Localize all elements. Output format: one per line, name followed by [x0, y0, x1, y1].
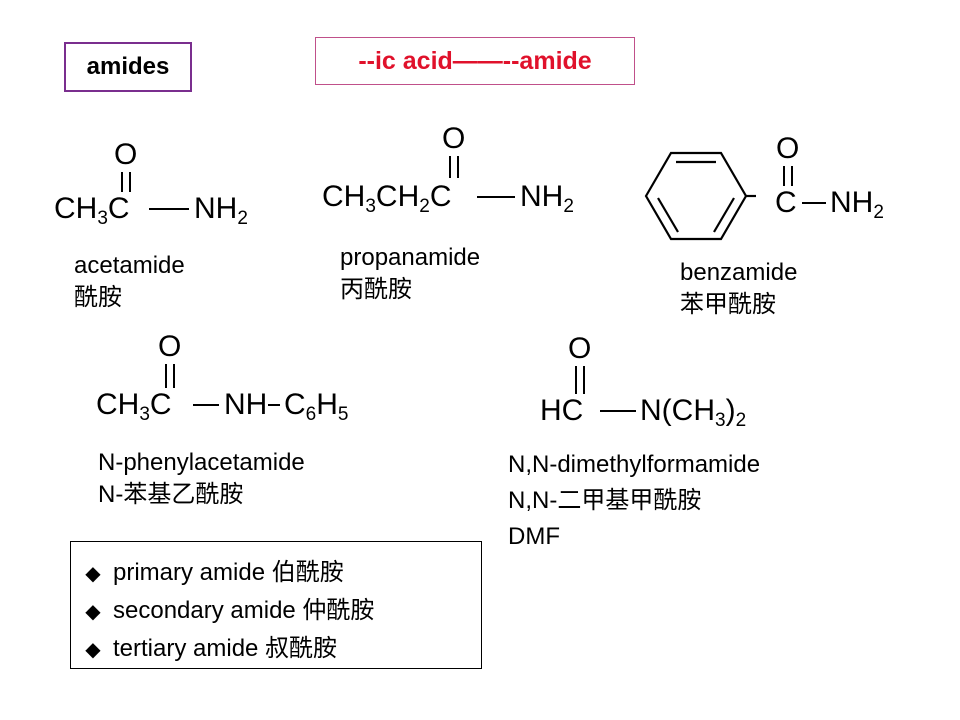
formula-part: NH	[194, 192, 238, 225]
amide-classification-box: ◆primary amide 伯酰胺 ◆secondary amide 仲酰胺 …	[70, 541, 482, 669]
name-n-phenylacetamide: N-phenylacetamide N-苯基乙酰胺	[98, 447, 305, 511]
list-item-text: primary amide 伯酰胺	[113, 559, 344, 586]
english-name: N,N-dimethylformamide	[508, 451, 761, 478]
formula-part: CH	[322, 180, 366, 213]
name-propanamide: propanamide 丙酰胺	[340, 242, 480, 306]
formula-part: CH	[54, 192, 98, 225]
double-bond	[791, 166, 793, 186]
formula-part: N(CH	[640, 394, 715, 427]
formula-subscript: 2	[237, 208, 248, 229]
formula-acetamide-amine: NH2	[194, 192, 248, 229]
double-bond	[129, 172, 131, 192]
english-name: N-phenylacetamide	[98, 449, 305, 476]
formula-propanamide-amine: NH2	[520, 180, 574, 217]
single-bond	[477, 196, 515, 198]
carbonyl-oxygen: O	[568, 332, 592, 365]
chinese-name: 酰胺	[74, 284, 122, 311]
single-bond	[600, 410, 636, 412]
formula-subscript: 3	[97, 208, 108, 229]
page-title: amides	[86, 53, 170, 80]
list-item-text: secondary amide 仲酰胺	[113, 597, 375, 624]
structure-n-phenylacetamide: O CH3C NH C6H5	[96, 330, 386, 425]
single-bond	[149, 208, 189, 210]
formula-part: CH	[375, 180, 420, 213]
carbonyl-oxygen: O	[158, 330, 182, 363]
benzene-ring-icon	[644, 151, 756, 241]
formula-part: C	[149, 388, 172, 421]
formula-subscript: 2	[873, 202, 884, 223]
diamond-bullet-icon: ◆	[85, 563, 101, 585]
english-name: acetamide	[74, 252, 185, 279]
double-bond	[583, 366, 585, 394]
formula-part: NH	[520, 180, 564, 213]
structure-dmf: O HC N(CH3)2	[540, 334, 800, 434]
single-bond	[268, 404, 280, 406]
diamond-bullet-icon: ◆	[85, 639, 101, 661]
double-bond	[457, 156, 459, 178]
structure-propanamide: O CH3CH2C NH2	[322, 122, 582, 217]
formula-benzamide: C	[775, 188, 797, 218]
formula-phenyl-group: C6H5	[284, 388, 349, 425]
structure-acetamide: O CH3C NH2	[54, 140, 254, 230]
carbonyl-oxygen: O	[776, 132, 800, 165]
formula-subscript: 3	[365, 196, 376, 217]
name-acetamide: acetamide 酰胺	[74, 250, 185, 314]
english-name: benzamide	[680, 259, 798, 286]
formula-part: C	[284, 388, 306, 421]
formula-part: )	[725, 394, 736, 427]
formula-subscript: 5	[337, 404, 349, 425]
formula-dmf: HC	[540, 396, 583, 426]
english-name: propanamide	[340, 244, 481, 271]
carbonyl-oxygen: O	[442, 122, 466, 155]
formula-n-phenylacetamide-amine: NH	[224, 390, 267, 420]
chinese-name: N-苯基乙酰胺	[98, 481, 244, 508]
list-item-text: tertiary amide 叔酰胺	[113, 635, 338, 662]
list-item: ◆ primary amide 伯酰胺	[85, 552, 344, 587]
formula-part: C	[429, 180, 452, 213]
single-bond	[193, 404, 219, 406]
formula-part: NH	[224, 388, 268, 421]
formula-subscript: 2	[563, 196, 574, 217]
double-bond	[121, 172, 123, 192]
formula-subscript: 3	[139, 404, 150, 425]
double-bond	[575, 366, 577, 394]
name-dmf: N,N-dimethylformamide N,N-二甲基甲酰胺 DMF	[508, 447, 760, 555]
chinese-name: 苯甲酰胺	[680, 291, 776, 318]
formula-part: H	[316, 388, 338, 421]
title-box: amides	[64, 42, 192, 92]
naming-rule: --ic acid——--amide	[358, 47, 592, 75]
formula-part: C	[775, 186, 797, 219]
formula-acetamide: CH3C	[54, 192, 130, 229]
formula-subscript: 3	[715, 410, 726, 431]
chinese-name: N,N-二甲基甲酰胺	[508, 487, 702, 514]
formula-subscript: 2	[735, 410, 747, 431]
formula-subscript: 2	[419, 196, 430, 217]
double-bond	[783, 166, 785, 186]
chinese-name: 丙酰胺	[340, 276, 412, 303]
abbreviation: DMF	[508, 523, 560, 550]
carbonyl-oxygen: O	[114, 138, 138, 171]
name-benzamide: benzamide 苯甲酰胺	[680, 257, 797, 321]
single-bond	[802, 202, 826, 204]
formula-subscript: 6	[305, 404, 317, 425]
formula-benzamide-amine: NH2	[830, 186, 884, 223]
naming-rule-box: --ic acid——--amide	[315, 37, 635, 85]
formula-part: CH	[96, 388, 140, 421]
structure-benzamide: O C NH2	[760, 134, 900, 224]
list-item: ◆ tertiary amide 叔酰胺	[85, 628, 337, 663]
double-bond	[165, 364, 167, 388]
formula-part: NH	[830, 186, 874, 219]
list-item: ◆ secondary amide 仲酰胺	[85, 590, 374, 625]
formula-part: C	[107, 192, 130, 225]
double-bond	[173, 364, 175, 388]
formula-part: HC	[540, 394, 584, 427]
formula-propanamide: CH3CH2C	[322, 180, 452, 217]
double-bond	[449, 156, 451, 178]
diamond-bullet-icon: ◆	[85, 601, 101, 623]
formula-dmf-amine: N(CH3)2	[640, 394, 747, 431]
formula-n-phenylacetamide: CH3C	[96, 388, 172, 425]
